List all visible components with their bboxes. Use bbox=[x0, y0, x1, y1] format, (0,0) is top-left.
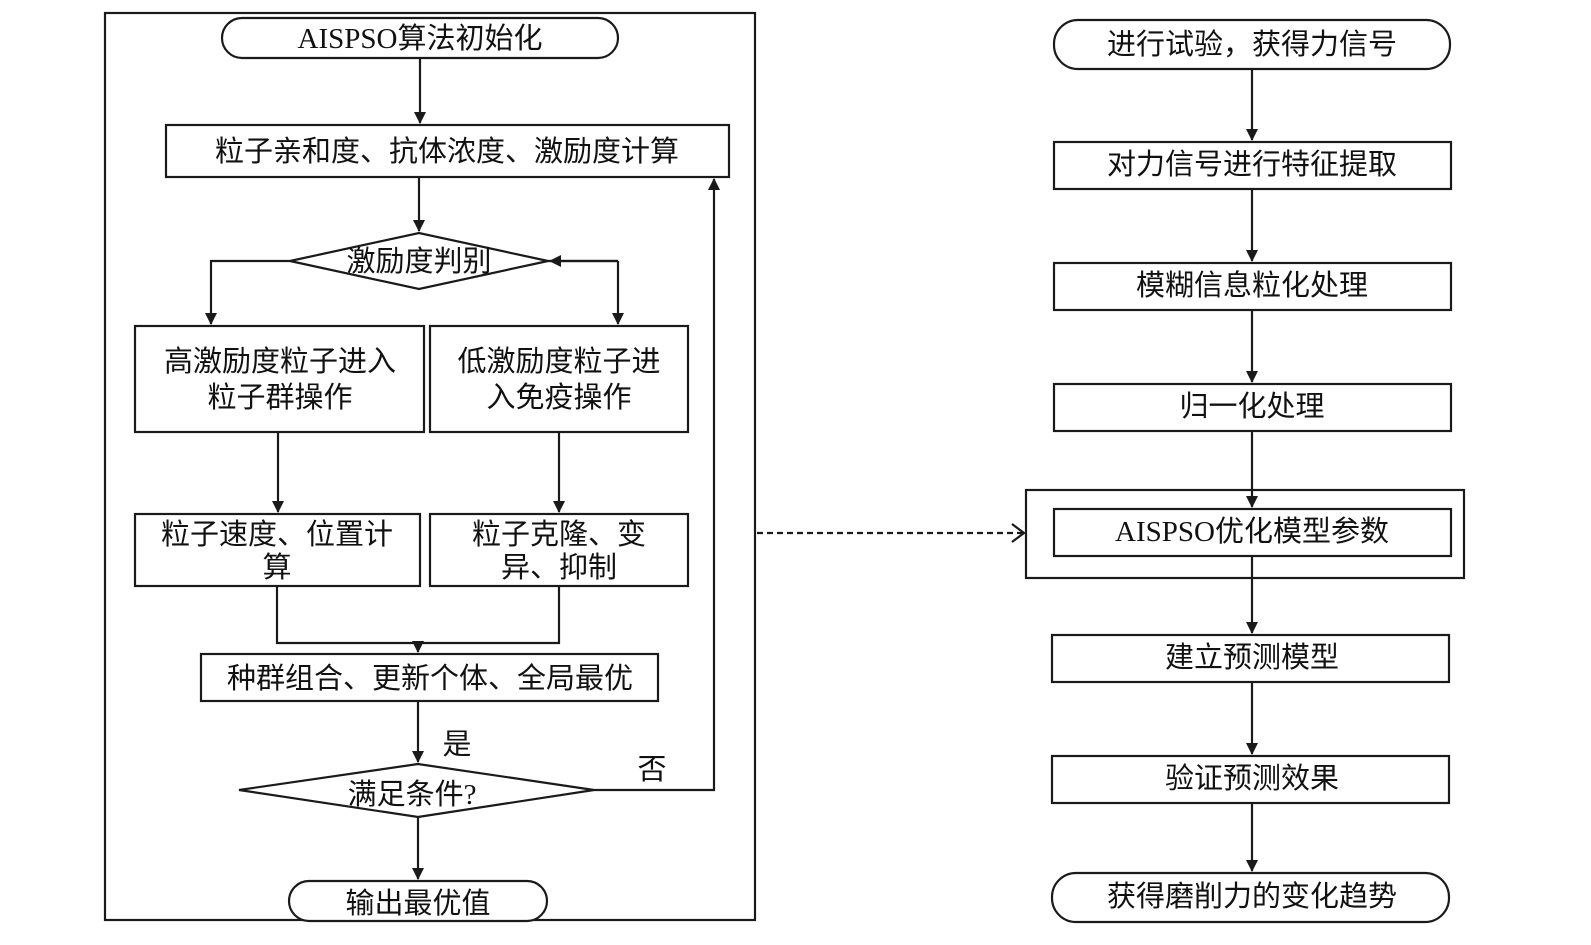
fitness-compute-label: 粒子亲和度、抗体浓度、激励度计算 bbox=[215, 135, 679, 168]
step-2-label: 对力信号进行特征提取 bbox=[1107, 148, 1397, 181]
clone-mutate-line2: 异、抑制 bbox=[501, 551, 617, 584]
clone-mutate-line1: 粒子克隆、变 bbox=[472, 518, 646, 551]
step-5-box: AISPSO优化模型参数 bbox=[1052, 507, 1453, 558]
low-stimulation-line1: 低激励度粒子进 bbox=[457, 345, 660, 378]
step-8-terminal: 获得磨削力的变化趋势 bbox=[1050, 871, 1451, 924]
step-1-terminal: 进行试验，获得力信号 bbox=[1052, 18, 1452, 71]
step-6-box: 建立预测模型 bbox=[1050, 633, 1451, 684]
population-combine-label: 种群组合、更新个体、全局最优 bbox=[227, 662, 633, 695]
population-combine-box: 种群组合、更新个体、全局最优 bbox=[199, 652, 660, 703]
output-terminal-label: 输出最优值 bbox=[345, 887, 490, 920]
arrow-no-loop-back bbox=[594, 178, 720, 792]
step-3-box: 模糊信息粒化处理 bbox=[1052, 261, 1453, 312]
stimulation-judge-diamond: 激励度判别 bbox=[289, 231, 549, 291]
velocity-position-line1: 粒子速度、位置计 bbox=[161, 518, 393, 551]
step-7-label: 验证预测效果 bbox=[1165, 762, 1339, 795]
step-8-label: 获得磨削力的变化趋势 bbox=[1107, 880, 1397, 913]
arrow-judge-to-high bbox=[205, 259, 290, 325]
velocity-position-box: 粒子速度、位置计 算 bbox=[133, 512, 422, 588]
clone-mutate-box: 粒子克隆、变 异、抑制 bbox=[428, 512, 690, 588]
high-stimulation-line1: 高激励度粒子进入 bbox=[164, 345, 396, 378]
connector-merge bbox=[275, 586, 561, 645]
stimulation-judge-label: 激励度判别 bbox=[346, 245, 491, 278]
step-4-label: 归一化处理 bbox=[1179, 390, 1324, 423]
low-stimulation-box: 低激励度粒子进 入免疫操作 bbox=[428, 324, 690, 434]
step-1-label: 进行试验，获得力信号 bbox=[1107, 28, 1397, 61]
step-2-box: 对力信号进行特征提取 bbox=[1052, 140, 1453, 191]
no-label: 否 bbox=[637, 754, 666, 786]
output-terminal: 输出最优值 bbox=[287, 879, 549, 923]
start-terminal: AISPSO算法初始化 bbox=[220, 16, 620, 60]
fitness-compute-box: 粒子亲和度、抗体浓度、激励度计算 bbox=[164, 123, 731, 179]
yes-label: 是 bbox=[442, 729, 471, 761]
step-6-label: 建立预测模型 bbox=[1165, 641, 1339, 674]
step-7-box: 验证预测效果 bbox=[1050, 754, 1451, 805]
start-terminal-label: AISPSO算法初始化 bbox=[298, 22, 543, 55]
step-3-label: 模糊信息粒化处理 bbox=[1136, 269, 1368, 302]
low-stimulation-line2: 入免疫操作 bbox=[486, 381, 631, 414]
condition-label: 满足条件? bbox=[348, 778, 477, 811]
step-4-box: 归一化处理 bbox=[1052, 382, 1453, 433]
high-stimulation-box: 高激励度粒子进入 粒子群操作 bbox=[133, 324, 426, 434]
velocity-position-line2: 算 bbox=[262, 551, 291, 584]
step-5-label: AISPSO优化模型参数 bbox=[1115, 515, 1389, 548]
condition-diamond: 满足条件? bbox=[238, 762, 595, 819]
high-stimulation-line2: 粒子群操作 bbox=[207, 381, 352, 414]
highlight-frame bbox=[1024, 488, 1466, 580]
